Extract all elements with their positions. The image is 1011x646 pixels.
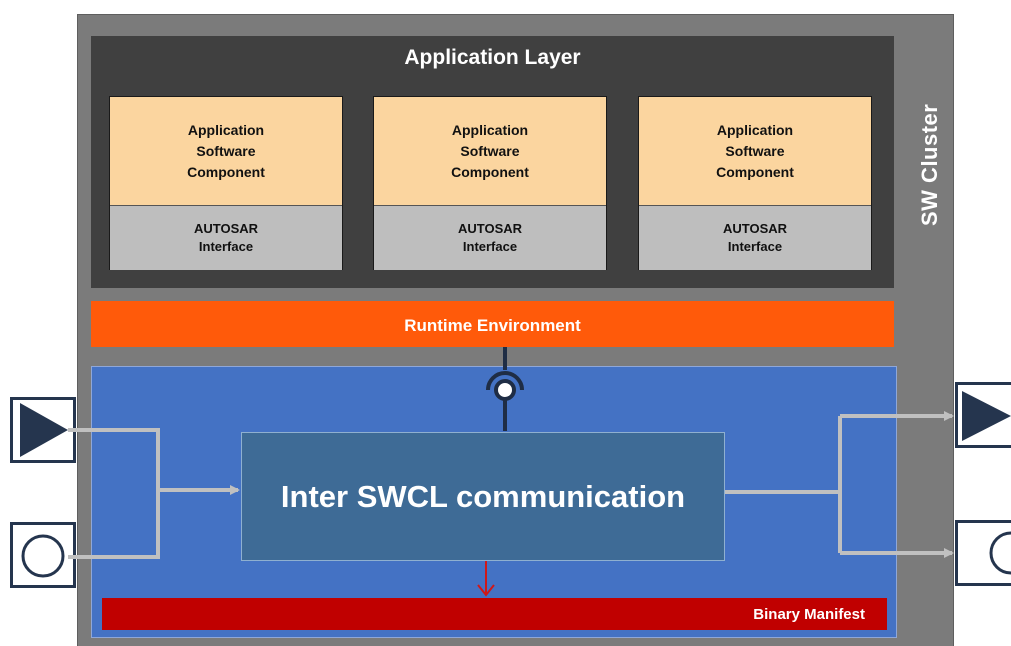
software-component-label: Application Software Component bbox=[374, 97, 606, 205]
runtime-environment-label: Runtime Environment bbox=[404, 316, 581, 335]
application-layer-title: Application Layer bbox=[404, 46, 581, 69]
provided-port-icon bbox=[20, 403, 68, 457]
required-port-icon bbox=[21, 534, 65, 578]
software-component-2[interactable]: Application Software Component AUTOSAR I… bbox=[373, 96, 607, 270]
inter-swcl-communication-block[interactable]: Inter SWCL communication bbox=[241, 432, 725, 561]
autosar-interface: AUTOSAR Interface bbox=[374, 205, 606, 270]
autosar-interface: AUTOSAR Interface bbox=[639, 205, 871, 270]
software-component-label: Application Software Component bbox=[639, 97, 871, 205]
software-component-3[interactable]: Application Software Component AUTOSAR I… bbox=[638, 96, 872, 270]
right-required-port[interactable] bbox=[955, 520, 1011, 586]
binary-manifest-bar[interactable]: Binary Manifest bbox=[102, 598, 887, 630]
autosar-interface: AUTOSAR Interface bbox=[110, 205, 342, 270]
inter-swcl-communication-label: Inter SWCL communication bbox=[280, 478, 686, 514]
rte-service-connector bbox=[486, 347, 524, 431]
software-component-label: Application Software Component bbox=[110, 97, 342, 205]
provided-port-icon bbox=[962, 391, 1011, 441]
manifest-arrow bbox=[477, 561, 495, 597]
right-connector-lines bbox=[725, 411, 954, 558]
runtime-environment-bar[interactable]: Runtime Environment bbox=[91, 301, 894, 347]
binary-manifest-label: Binary Manifest bbox=[753, 605, 865, 623]
left-connector-lines bbox=[68, 428, 240, 559]
required-port-icon bbox=[989, 531, 1011, 575]
software-component-1[interactable]: Application Software Component AUTOSAR I… bbox=[109, 96, 343, 270]
